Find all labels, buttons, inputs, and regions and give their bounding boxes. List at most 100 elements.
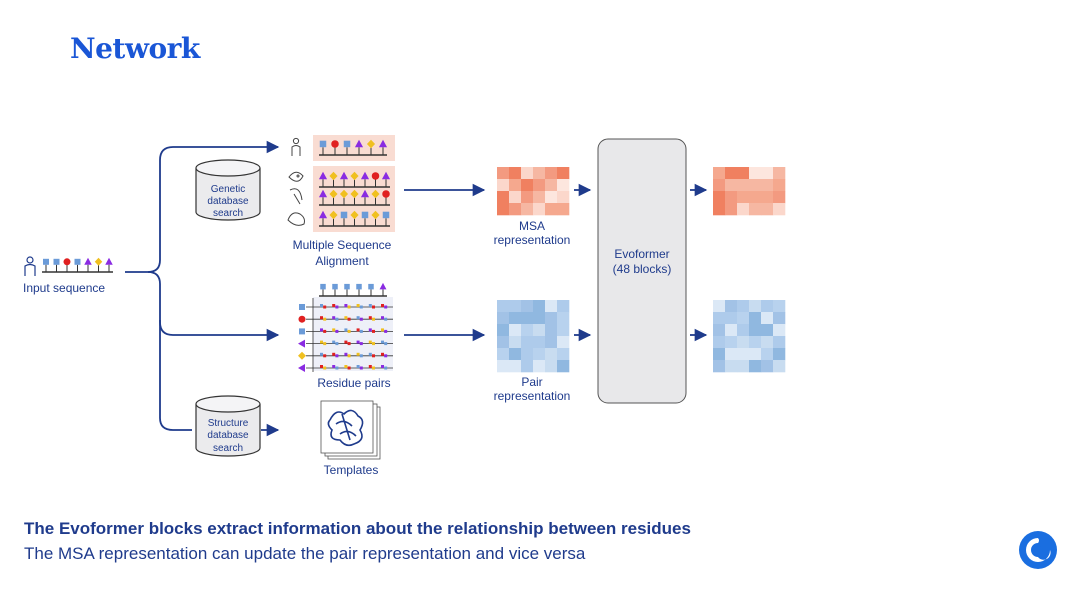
- input-sequence-label: Input sequence: [23, 281, 105, 295]
- heatmap-cell: [545, 300, 558, 313]
- pair-cell-mark: [323, 366, 327, 370]
- heatmap-cell: [521, 300, 534, 313]
- pair-cell-mark: [372, 329, 375, 333]
- heatmap-cell: [509, 167, 522, 180]
- templates: Templates: [320, 400, 381, 477]
- pair-cell-mark: [344, 316, 348, 320]
- msa-alignment: Multiple Sequence Alignment: [287, 135, 395, 268]
- residue-square: [361, 211, 369, 219]
- heatmap-cell: [545, 203, 558, 216]
- heatmap-cell: [509, 203, 522, 216]
- pair-representation-heatmap: [497, 300, 570, 373]
- pair-cell-mark: [372, 366, 375, 370]
- residue-diamond: [329, 189, 338, 199]
- heatmap-cell: [557, 348, 570, 361]
- heatmap-cell: [737, 300, 750, 313]
- residue-square: [320, 283, 326, 290]
- evoformer-label-2: (48 blocks): [613, 262, 672, 276]
- msa-alignment-label-1: Multiple Sequence: [293, 238, 392, 252]
- pair-cell-mark: [323, 305, 327, 309]
- residue-pairs: Residue pairs: [298, 282, 393, 390]
- heatmap-cell: [713, 300, 726, 313]
- pair-cell-mark: [320, 352, 323, 356]
- heatmap-cell: [761, 312, 774, 325]
- residue-triangle: [360, 171, 370, 180]
- genetic-database-icon: Genetic database search: [195, 159, 261, 221]
- pair-cell-mark: [368, 304, 372, 307]
- pair-cell-mark: [344, 340, 348, 344]
- pair-cell-mark: [332, 352, 336, 356]
- pair-cell-mark: [335, 305, 339, 309]
- residue-diamond: [371, 210, 380, 220]
- heatmap-cell: [497, 348, 510, 361]
- heatmap-cell: [557, 312, 570, 325]
- heatmap-cell: [761, 167, 774, 180]
- heatmap-cell: [557, 324, 570, 337]
- heatmap-cell: [521, 336, 534, 349]
- residue-square: [368, 283, 374, 290]
- heatmap-cell: [545, 324, 558, 337]
- heatmap-cell: [557, 179, 570, 192]
- pair-cell-mark: [381, 316, 384, 320]
- heatmap-cell: [533, 167, 546, 180]
- heatmap-cell: [725, 360, 738, 373]
- heatmap-cell: [509, 312, 522, 325]
- representation-arrows: [404, 183, 708, 342]
- heatmap-cell: [521, 324, 534, 337]
- residue-triangle: [318, 171, 328, 180]
- heatmap-cell: [773, 336, 786, 349]
- residue-diamond: [94, 257, 103, 266]
- branch-arrows: [125, 140, 280, 437]
- pair-cell-mark: [335, 366, 339, 370]
- pair-cell-mark: [359, 342, 363, 346]
- residue-diamond: [350, 210, 359, 220]
- heatmap-cell: [725, 348, 738, 361]
- heatmap-cell: [533, 348, 546, 361]
- pair-cell-mark: [347, 329, 351, 333]
- pair-cell-mark: [332, 316, 336, 320]
- heatmap-cell: [509, 324, 522, 337]
- organism-icon-1: [288, 171, 304, 182]
- heatmap-cell: [557, 203, 570, 216]
- heatmap-cell: [521, 167, 534, 180]
- heatmap-cell: [533, 203, 546, 216]
- heatmap-cell: [737, 324, 750, 337]
- pair-cell-mark: [356, 352, 360, 356]
- organism-icon-2: [289, 188, 303, 205]
- heatmap-cell: [497, 179, 510, 192]
- pair-cell-mark: [320, 340, 323, 344]
- pair-representation-label-1: Pair: [521, 375, 542, 389]
- heatmap-cell: [545, 336, 558, 349]
- pair-cell-mark: [347, 342, 351, 346]
- heatmap-cell: [509, 360, 522, 373]
- residue-circle: [63, 258, 71, 266]
- heatmap-cell: [773, 191, 786, 204]
- heatmap-cell: [713, 203, 726, 216]
- residue-circle: [298, 315, 306, 323]
- residue-circle: [382, 190, 390, 198]
- heatmap-cell: [725, 167, 738, 180]
- heatmap-cell: [533, 336, 546, 349]
- heatmap-cell: [737, 167, 750, 180]
- pair-cell-mark: [332, 328, 336, 332]
- residue-square: [343, 140, 351, 148]
- heatmap-cell: [749, 348, 762, 361]
- heatmap-cell: [749, 300, 762, 313]
- heatmap-cell: [557, 360, 570, 373]
- pair-cell-mark: [368, 328, 372, 332]
- msa-residue-rows: [318, 139, 391, 227]
- pair-cell-mark: [356, 328, 360, 332]
- pair-cell-mark: [359, 366, 363, 370]
- pair-cell-mark: [356, 340, 360, 344]
- structure-db-label-3: search: [213, 443, 243, 454]
- protein-structure-icon: [327, 409, 364, 447]
- heatmap-cell: [713, 179, 726, 192]
- heatmap-cell: [509, 336, 522, 349]
- heatmap-cell: [749, 167, 762, 180]
- evoformer-block: Evoformer (48 blocks): [597, 138, 687, 404]
- heatmap-cell: [557, 191, 570, 204]
- heatmap-cell: [725, 179, 738, 192]
- pair-cell-mark: [323, 342, 327, 346]
- heatmap-cell: [761, 336, 774, 349]
- residue-triangle: [84, 257, 92, 265]
